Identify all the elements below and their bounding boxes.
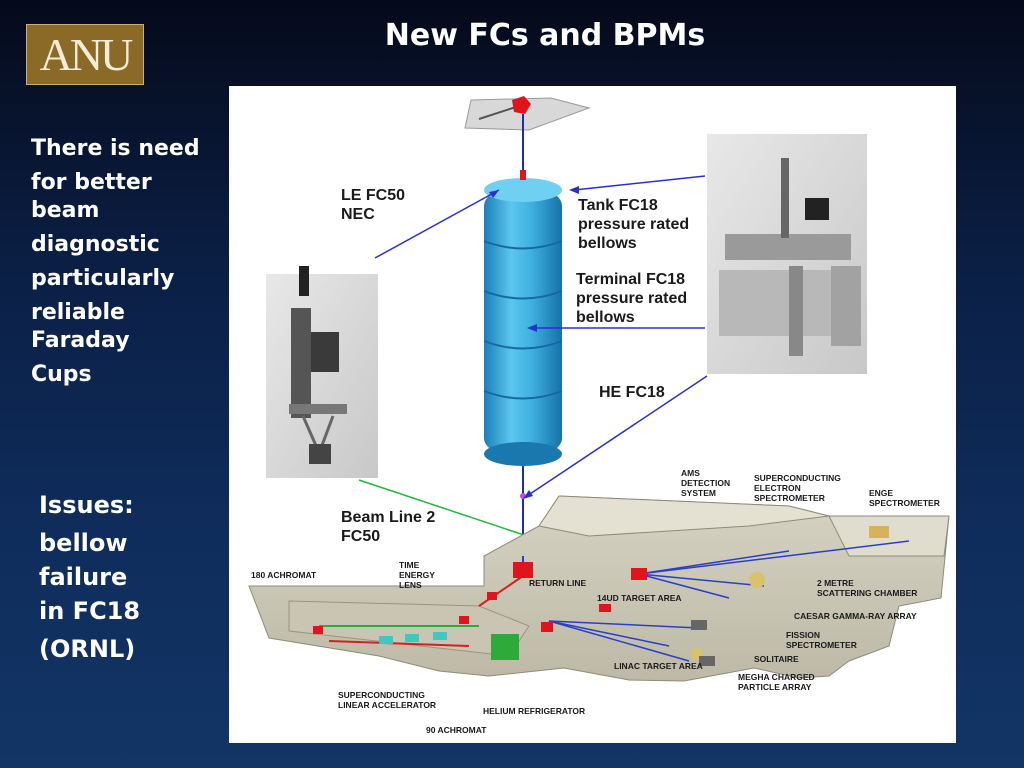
need-text-block: There is need for better beam diagnostic… <box>31 132 221 392</box>
need-line: particularly <box>31 266 175 291</box>
diagram-panel: LE FC50 NEC Tank FC18 pressure rated bel… <box>229 86 956 743</box>
megha-label: MEGHA CHARGED PARTICLE ARRAY <box>738 672 817 692</box>
need-line: diagnostic <box>31 232 160 257</box>
solitaire-label: SOLITAIRE <box>754 654 799 664</box>
target-area-label: 14UD TARGET AREA <box>597 593 682 603</box>
caesar-label: CAESAR GAMMA-RAY ARRAY <box>794 611 917 621</box>
need-line: for better <box>31 170 152 195</box>
issues-text-block: Issues: bellow failure in FC18 (ORNL) <box>39 488 209 666</box>
achromat-180-label: 180 ACHROMAT <box>251 570 317 580</box>
le-fc50-label: LE FC50 NEC <box>341 187 409 223</box>
facility-diagram: LE FC50 NEC Tank FC18 pressure rated bel… <box>248 96 950 735</box>
need-line: reliable <box>31 300 125 325</box>
linear-accelerator-label: SUPERCONDUCTING LINEAR ACCELERATOR <box>338 690 436 710</box>
need-line: beam <box>31 198 100 223</box>
terminal-fc18-label: Terminal FC18 pressure rated bellows <box>576 271 692 326</box>
need-line: There is need <box>31 136 200 161</box>
accelerator-tank <box>483 170 563 556</box>
two-metre-label: 2 METRE SCATTERING CHAMBER <box>817 578 917 598</box>
he-fc18-label: HE FC18 <box>599 384 665 401</box>
slide-title: New FCs and BPMs <box>384 18 706 53</box>
helium-label: HELIUM REFRIGERATOR <box>483 706 585 716</box>
tank-fc18-photo <box>707 134 867 374</box>
need-line: Faraday <box>31 328 130 353</box>
tank-fc18-label: Tank FC18 pressure rated bellows <box>578 197 694 252</box>
beam-line-label: Beam Line 2 FC50 <box>341 509 440 545</box>
return-line-label: RETURN LINE <box>529 578 586 588</box>
fission-label: FISSION SPECTROMETER <box>786 630 857 650</box>
le-fc50-photo <box>266 266 378 478</box>
ion-source-plate <box>464 96 591 174</box>
need-line: Cups <box>31 362 92 387</box>
facility-floor-plan <box>248 495 950 682</box>
beamline-components <box>313 526 889 666</box>
beam-lines <box>319 540 910 662</box>
enge-label: ENGE SPECTROMETER <box>869 488 940 508</box>
time-energy-label: TIME ENERGY LENS <box>399 560 437 590</box>
issues-line: in FC18 <box>39 597 141 625</box>
issues-line: failure <box>39 563 128 591</box>
issues-line: bellow <box>39 529 128 557</box>
achromat-90-label: 90 ACHROMAT <box>426 725 487 735</box>
logo-text: ANU <box>39 28 134 80</box>
ams-label: AMS DETECTION SYSTEM <box>681 468 733 498</box>
issues-line: (ORNL) <box>39 635 136 663</box>
issues-line: Issues: <box>39 491 134 519</box>
linac-target-label: LINAC TARGET AREA <box>614 661 703 671</box>
anu-logo: ANU <box>26 24 144 85</box>
superconducting-electron-label: SUPERCONDUCTING ELECTRON SPECTROMETER <box>754 473 843 503</box>
